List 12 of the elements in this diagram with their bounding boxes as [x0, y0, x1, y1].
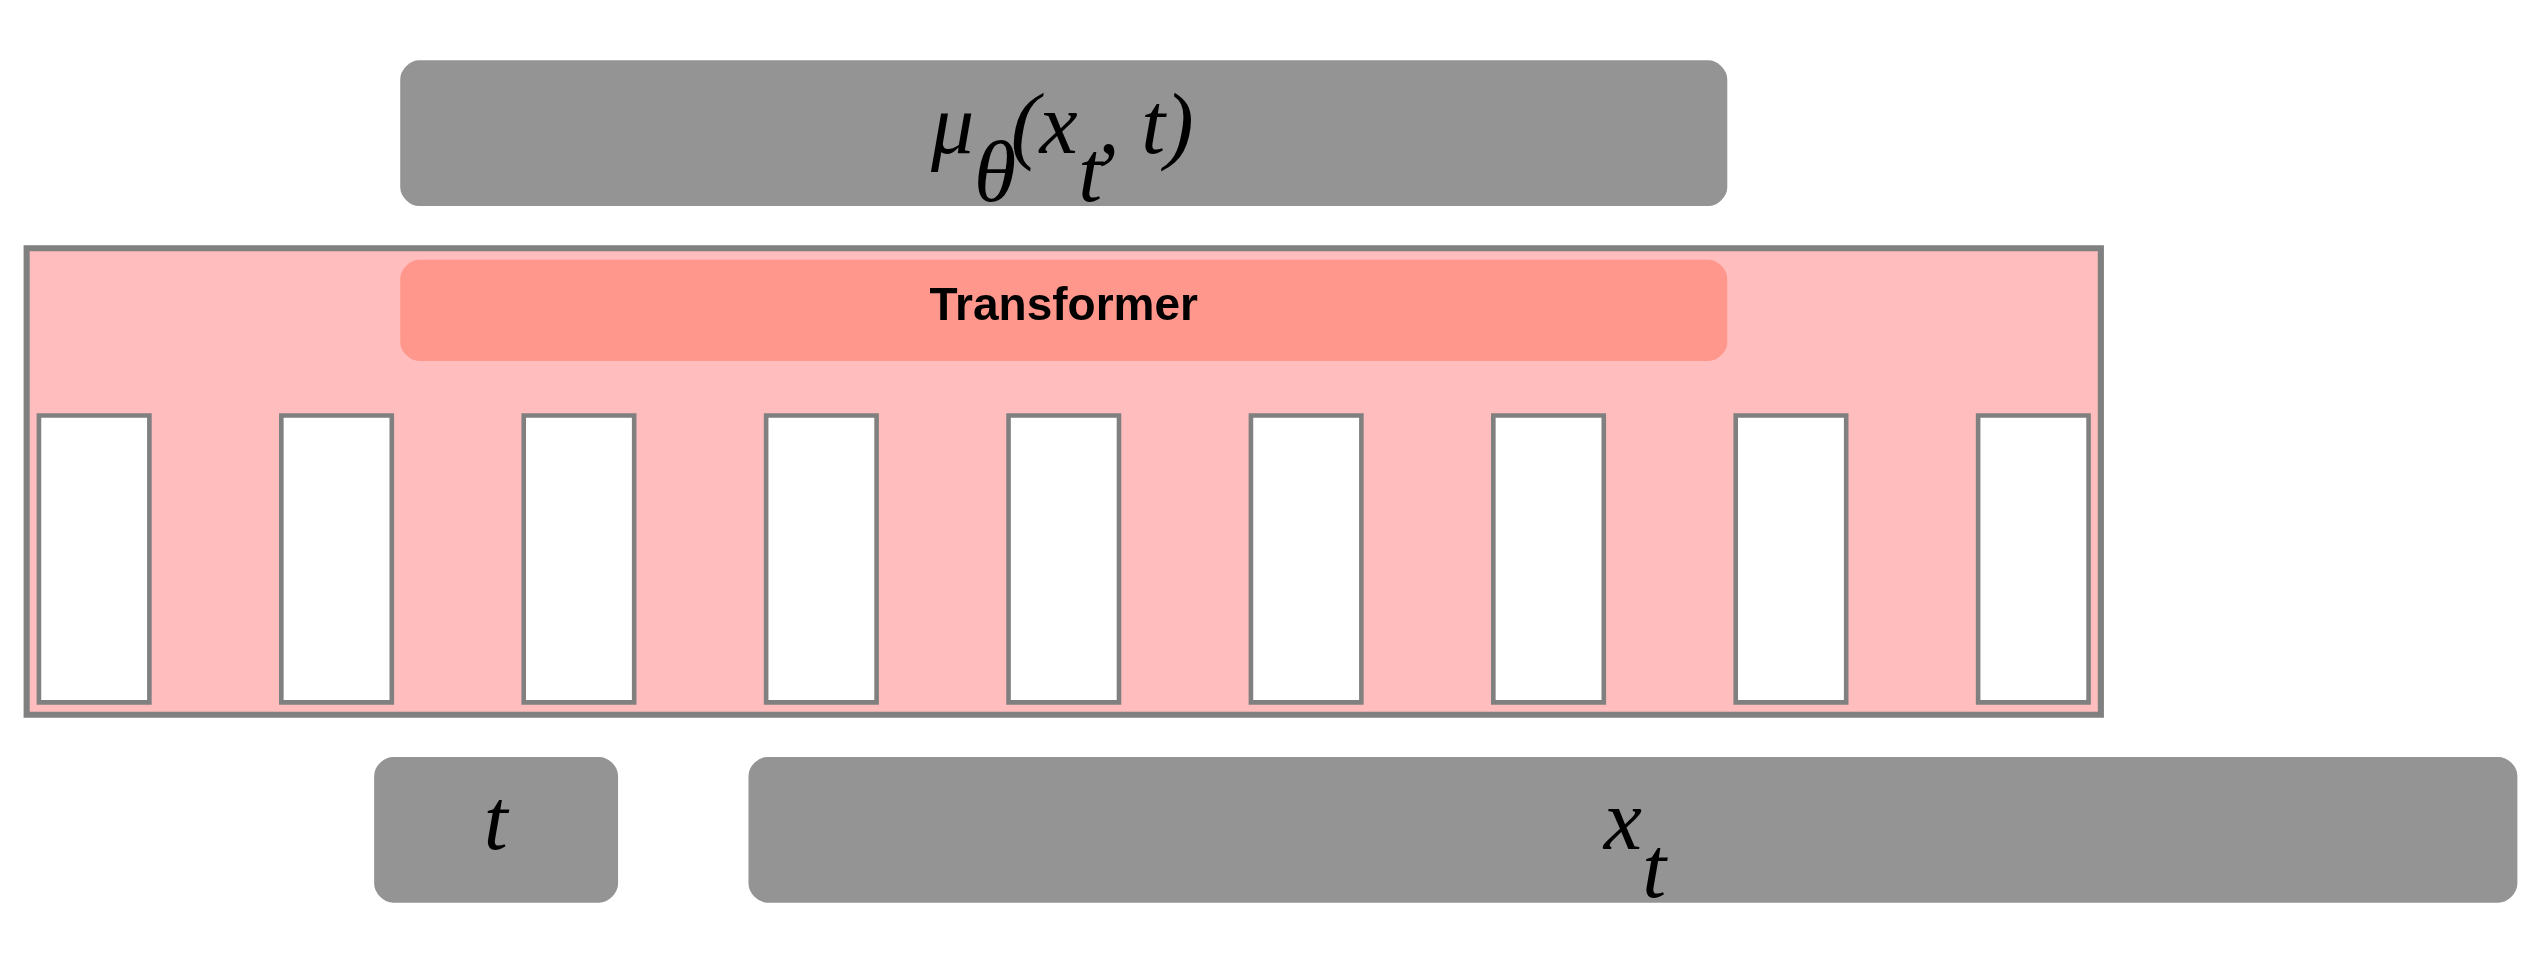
node-box: Transformer: [400, 259, 1728, 361]
node-box: [521, 412, 637, 705]
node-box: t: [374, 756, 619, 903]
node-box: [763, 412, 879, 705]
node-box: [36, 412, 152, 705]
node-box: [1006, 412, 1122, 705]
node-box: [1975, 412, 2091, 705]
node-box: [1491, 412, 1607, 705]
node-box: [279, 412, 395, 705]
cluster: [23, 244, 2104, 718]
node-box: [1733, 412, 1849, 705]
node-box: [1248, 412, 1364, 705]
